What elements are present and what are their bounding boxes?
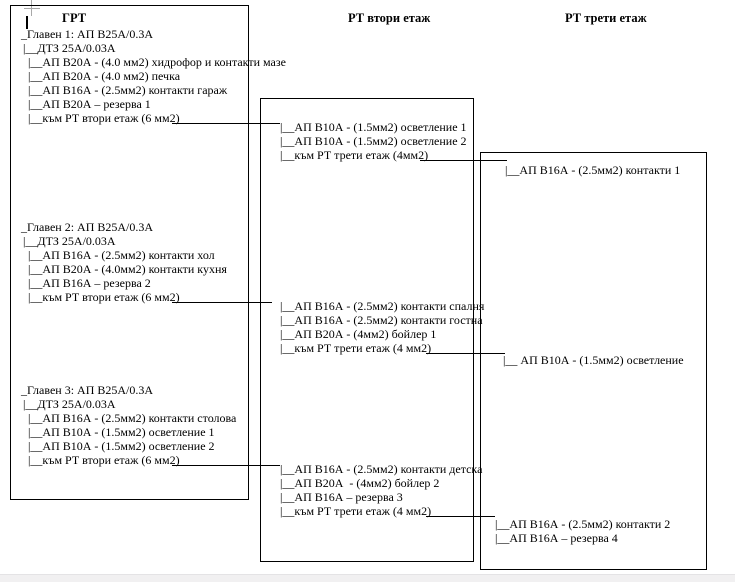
grt-g3-main-breaker: _Главен 3: АП В25А/0.3А — [21, 383, 154, 397]
connector-floor2-g1-to-floor3 — [420, 160, 507, 161]
grt-g2-circuit: |__АП В16А - (2.5мм2) контакти хол — [28, 248, 215, 262]
grt-g2-feed-to-floor2: |__към РТ втори етаж (6 мм2) — [28, 290, 180, 304]
grt-g3-circuit: |__АП В10А - (1.5мм2) осветление 1 — [28, 425, 215, 439]
table-anchor-mark-vertical — [31, 0, 32, 16]
floor2-panel-title: РТ втори етаж — [348, 11, 431, 25]
grt-g1-circuit: |__АП В16А - (2.5мм2) контакти гараж — [28, 83, 228, 97]
floor3-circuit: |__АП В16А - (2.5мм2) контакти 2 — [495, 517, 671, 531]
grt-g1-rcd: |__ДТЗ 25А/0.03А — [23, 41, 116, 55]
connector-grt-g1-to-floor2 — [172, 123, 280, 124]
text-cursor — [26, 16, 28, 29]
grt-g2-circuit: |__АП В20А - (4.0мм2) контакти кухня — [28, 262, 227, 276]
grt-g1-main-breaker: _Главен 1: АП В25А/0.3А — [21, 27, 154, 41]
floor2-g3-feed-to-floor3: |__към РТ трети етаж (4 мм2) — [280, 504, 432, 518]
grt-g1-circuit: |__АП В20А - (4.0 мм2) печка — [28, 69, 181, 83]
floor2-g1-circuit: |__АП В10А - (1.5мм2) осветление 1 — [280, 120, 467, 134]
floor2-g2-feed-to-floor3: |__към РТ трети етаж (4 мм2) — [280, 341, 432, 355]
floor2-g1-feed-to-floor3: |__към РТ трети етаж (4мм2) — [280, 148, 429, 162]
grt-g3-rcd: |__ДТЗ 25А/0.03А — [23, 397, 116, 411]
connector-grt-g2-to-floor2 — [172, 302, 272, 303]
grt-g2-main-breaker: _Главен 2: АП В25А/0.3А — [21, 220, 154, 234]
grt-g1-feed-to-floor2: |__към РТ втори етаж (6 мм2) — [28, 111, 180, 125]
grt-title: ГРТ — [62, 11, 87, 25]
grt-g3-circuit: |__АП В16А - (2.5мм2) контакти столова — [28, 411, 237, 425]
connector-floor2-g3-to-floor3 — [426, 516, 495, 517]
floor2-g3-circuit: |__АП В20А - (4мм2) бойлер 2 — [280, 476, 440, 490]
grt-g3-circuit: |__АП В10А - (1.5мм2) осветление 2 — [28, 439, 215, 453]
floor3-circuit: |__АП В16А – резерва 4 — [495, 531, 618, 545]
floor3-circuit: |__ АП В10А - (1.5мм2) осветление — [503, 353, 684, 367]
table-anchor-mark-horizontal — [24, 8, 40, 9]
grt-g2-circuit: |__АП В16А – резерва 2 — [28, 276, 151, 290]
connector-floor2-g2-to-floor3 — [426, 353, 505, 354]
floor2-panel-box — [260, 98, 474, 562]
floor2-g2-circuit: |__АП В16А - (2.5мм2) контакти гостна — [280, 313, 483, 327]
grt-g2-rcd: |__ДТЗ 25А/0.03А — [23, 234, 116, 248]
grt-panel-box — [10, 5, 249, 500]
floor2-g2-circuit: |__АП В20А - (4мм2) бойлер 1 — [280, 327, 437, 341]
floor3-panel-box — [480, 152, 707, 570]
grt-g3-feed-to-floor2: |__към РТ втори етаж (6 мм2) — [28, 453, 180, 467]
grt-g1-circuit: |__АП В20А – резерва 1 — [28, 97, 151, 111]
floor3-circuit: |__АП В16А - (2.5мм2) контакти 1 — [505, 163, 681, 177]
connector-grt-g3-to-floor2 — [172, 465, 280, 466]
floor2-g3-circuit: |__АП В16А – резерва 3 — [280, 490, 403, 504]
floor2-g1-circuit: |__АП В10А - (1.5мм2) осветление 2 — [280, 134, 467, 148]
floor2-g3-circuit: |__АП В16А - (2.5мм2) контакти детска — [280, 462, 483, 476]
floor2-g2-circuit: |__АП В16А - (2.5мм2) контакти спалня — [280, 299, 485, 313]
horizontal-scrollbar-track[interactable] — [0, 574, 735, 582]
floor3-panel-title: РТ трети етаж — [565, 11, 647, 25]
grt-g1-circuit: |__АП В20А - (4.0 мм2) хидрофор и контак… — [28, 55, 286, 69]
